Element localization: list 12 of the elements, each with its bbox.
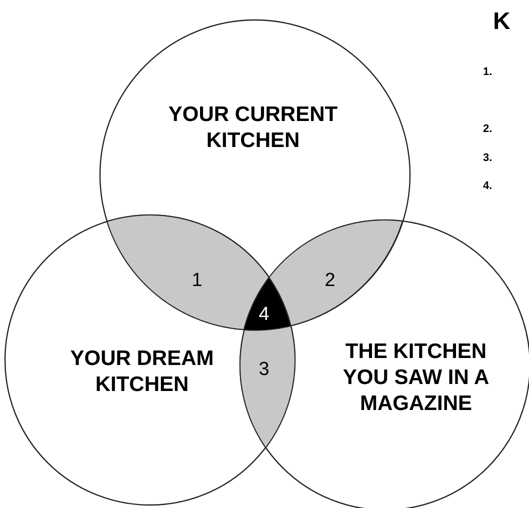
circle-label: THE KITCHEN YOU SAW IN A MAGAZINE [342,339,490,417]
region-number: 3 [258,358,270,381]
circle-label: YOUR CURRENT KITCHEN [167,102,339,154]
region-number: 4 [258,304,270,326]
key-number: 1. [483,66,492,78]
region-number: 2 [324,270,336,292]
key-number: 4. [483,180,492,192]
key-number: 2. [483,123,492,135]
region-number: 1 [190,270,204,292]
key-number: 3. [483,152,492,164]
key-heading: K [493,8,510,36]
circle-label: YOUR DREAM KITCHEN [69,346,215,398]
